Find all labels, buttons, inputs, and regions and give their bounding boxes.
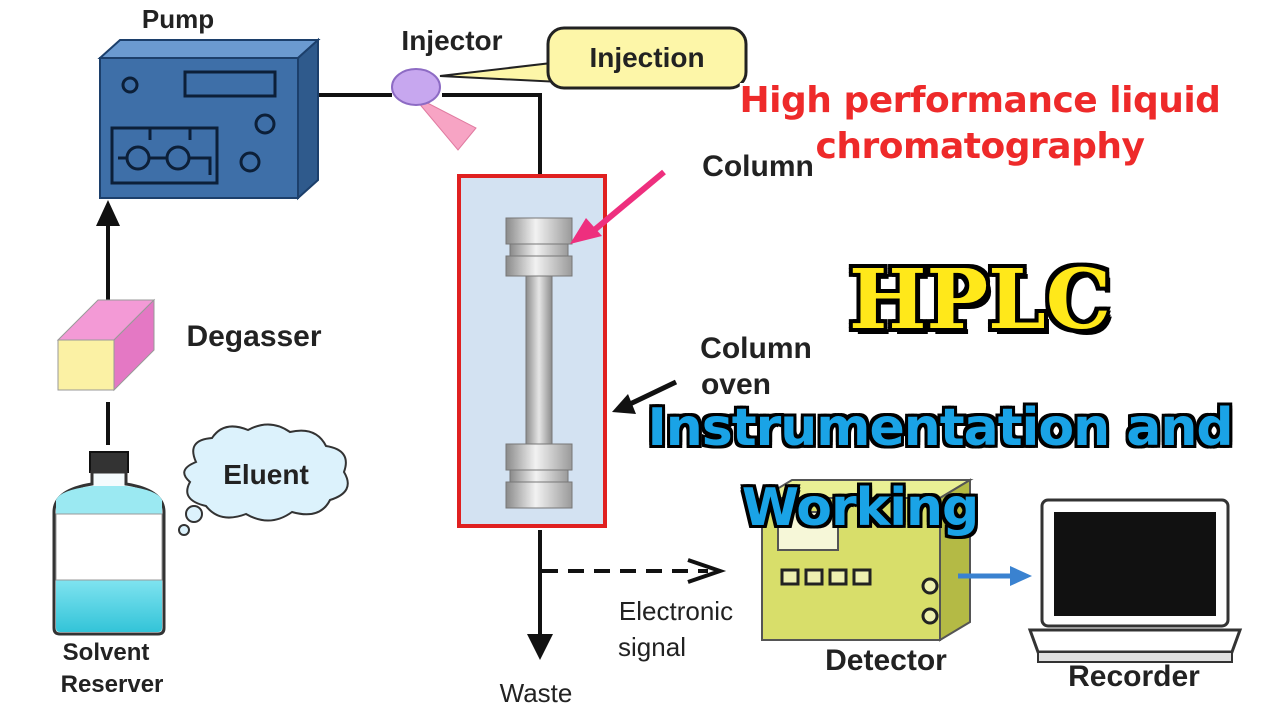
solvent-label-line2: Reserver <box>61 671 164 698</box>
acronym-title: HPLC <box>848 252 1112 348</box>
column-oven-label-line2: oven <box>701 368 771 401</box>
degasser-label: Degasser <box>186 320 321 353</box>
plumbing-lines <box>106 93 542 640</box>
eluent-label: Eluent <box>223 459 309 490</box>
subtitle-line1: High performance liquid <box>739 80 1221 121</box>
eluent-thought-cloud <box>178 423 349 536</box>
electronic-signal-label-line1: Electronic <box>619 596 733 626</box>
injector-label: Injector <box>401 25 502 56</box>
detector-label: Detector <box>825 644 947 677</box>
solvent-reservoir-bottle <box>52 451 166 636</box>
pump-label: Pump <box>142 4 214 34</box>
column-oven-label-line1: Column <box>700 332 812 365</box>
column-pointer-arrow <box>570 169 666 244</box>
electronic-signal-label-line2: signal <box>618 632 686 662</box>
topic-line2: Working <box>741 478 980 538</box>
detector-to-recorder-arrow <box>958 566 1032 586</box>
subtitle-line2: chromatography <box>815 126 1145 167</box>
injection-label: Injection <box>589 42 704 73</box>
detector-device <box>758 478 974 642</box>
pump-device <box>97 37 321 201</box>
recorder-device <box>1027 498 1243 663</box>
solvent-label-line1: Solvent <box>63 639 150 666</box>
degasser-device <box>56 298 156 392</box>
injector-device <box>391 68 477 151</box>
recorder-label: Recorder <box>1068 660 1200 693</box>
column-label: Column <box>702 150 814 183</box>
electronic-signal-arrow <box>542 558 727 584</box>
injection-callout <box>439 26 748 90</box>
column-device <box>505 217 573 509</box>
topic-line1: Instrumentation and <box>647 398 1233 458</box>
column-oven-pointer-arrow <box>612 379 678 414</box>
waste-label: Waste <box>500 678 573 708</box>
